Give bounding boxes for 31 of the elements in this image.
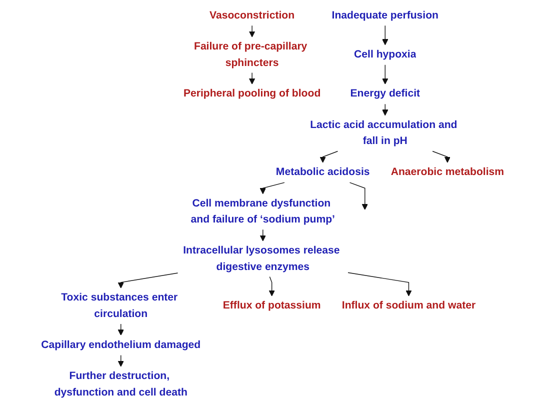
arrow (268, 276, 275, 296)
node-text: Influx of sodium and water (342, 299, 476, 312)
node-text: Anaerobic metabolism (390, 166, 504, 178)
node-text: Toxic substances enter circulation (61, 292, 178, 320)
node-text: Lactic acid accumulation and fall in pH (310, 118, 458, 147)
node-text: Vasoconstriction (210, 9, 295, 22)
arrow (118, 324, 124, 336)
node-text: Cell membrane dysfunction and failure of ‘sodium pump’ (190, 197, 335, 226)
arrow (382, 64, 388, 84)
arrow (349, 182, 368, 210)
arrow (382, 104, 388, 116)
arrow (320, 150, 338, 163)
node-text: Energy deficit (350, 88, 420, 100)
node-text: Failure of pre-capillary sphincters (194, 40, 308, 68)
arrow (432, 150, 451, 163)
node-text: Cell hypoxia (354, 48, 416, 60)
arrow (118, 354, 124, 367)
arrow (248, 25, 256, 38)
node-text: Inadequate perfusion (332, 9, 438, 22)
arrow (348, 272, 412, 296)
node-text: Intracellular lysosomes release digestive enzymes (183, 244, 340, 272)
arrow (260, 229, 266, 242)
arrow (260, 182, 285, 194)
arrow (248, 72, 256, 84)
arrow (118, 272, 178, 288)
node-text: Further destruction, dysfunction and cell death (54, 370, 188, 398)
node-text: Capillary endothelium damaged (41, 338, 201, 351)
arrow (382, 25, 388, 46)
node-text: Metabolic acidosis (276, 166, 370, 178)
node-text: Efflux of potassium (222, 299, 321, 312)
node-text: Peripheral pooling of blood (183, 88, 321, 100)
